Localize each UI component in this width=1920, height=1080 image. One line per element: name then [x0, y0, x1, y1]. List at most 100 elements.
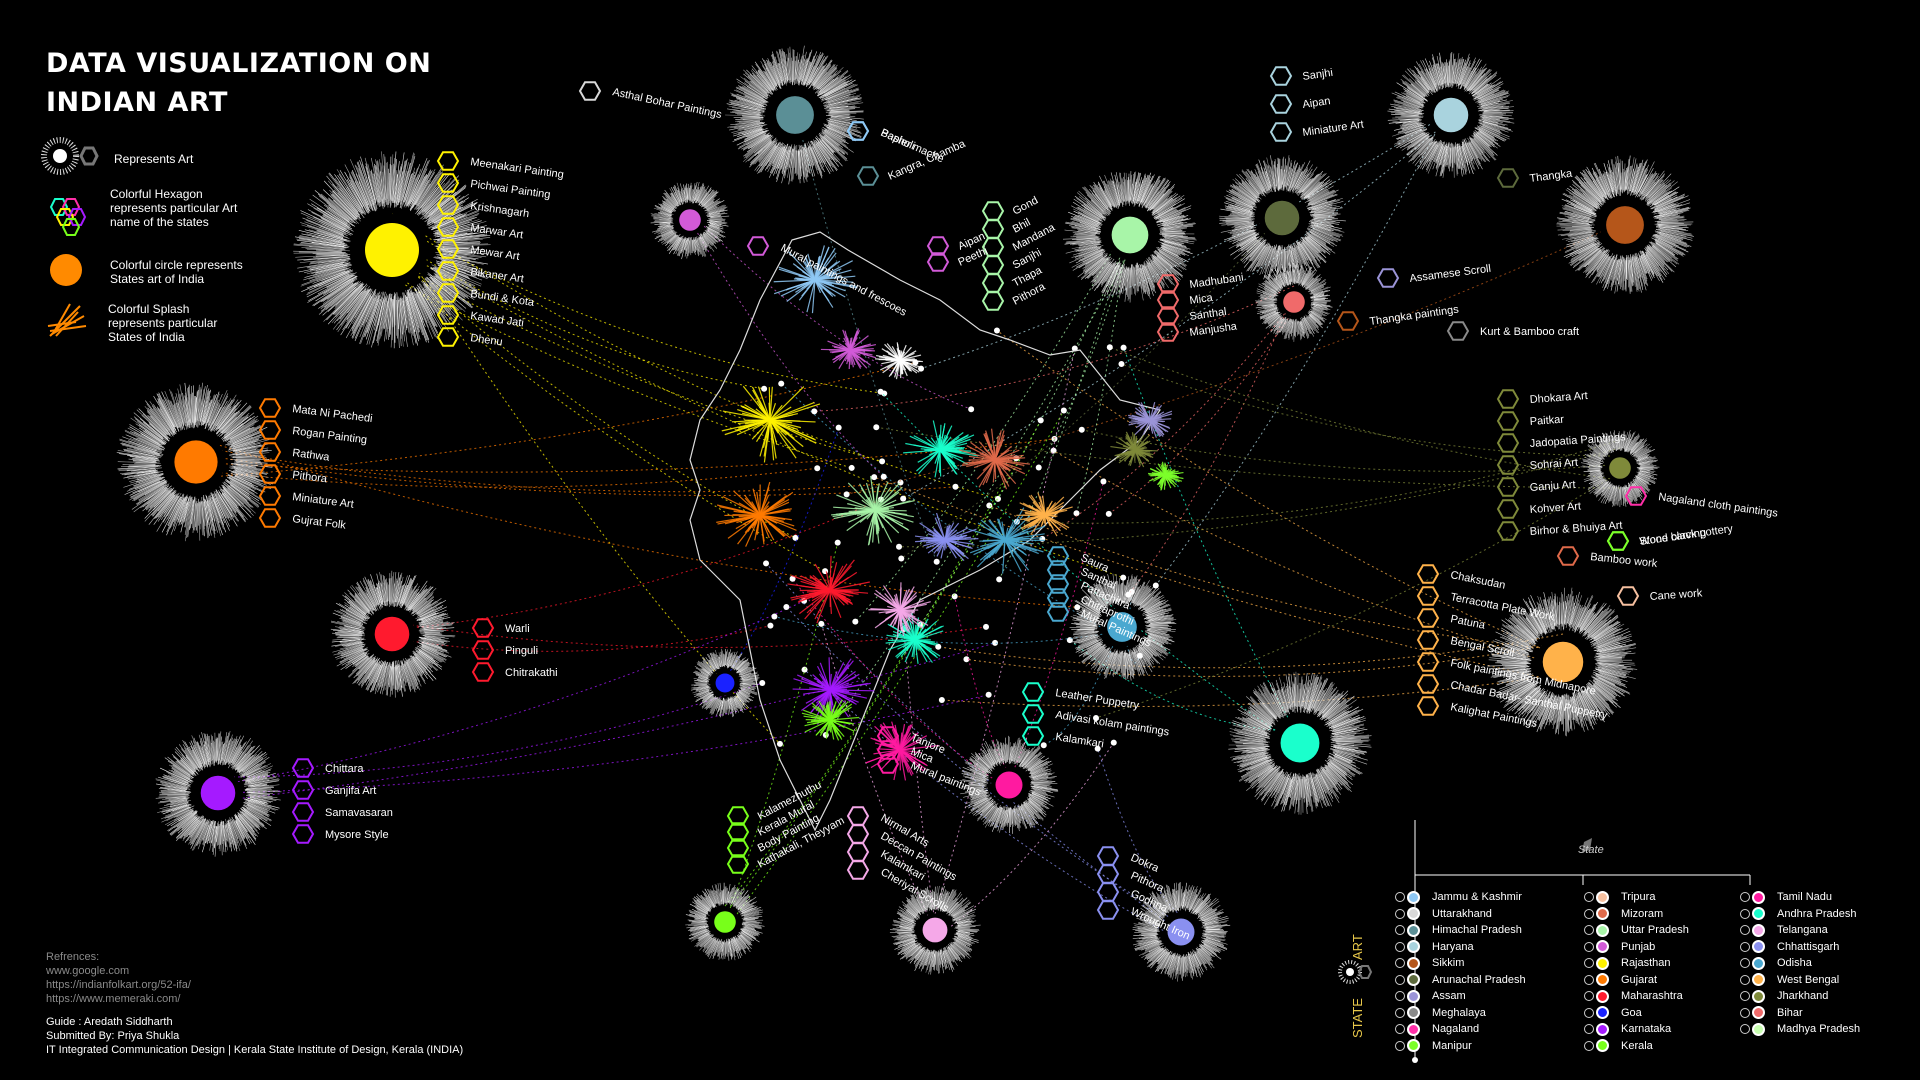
- splash-stroke: [899, 590, 914, 611]
- splash-stroke: [769, 419, 798, 431]
- splash-stroke: [814, 256, 820, 281]
- connector-line: [1095, 471, 1621, 719]
- splash-stroke: [829, 682, 871, 691]
- splash-stroke: [825, 571, 831, 591]
- map-node: [1094, 745, 1101, 752]
- splash-stroke: [899, 591, 918, 611]
- splash-stroke: [797, 589, 831, 603]
- state-hub: [1387, 51, 1515, 178]
- splash-stroke: [899, 732, 912, 751]
- map-node: [1120, 344, 1127, 351]
- map-node: [993, 327, 1000, 334]
- splash-stroke: [831, 349, 851, 354]
- splash-stroke: [979, 539, 1006, 542]
- splash-stroke: [807, 253, 816, 281]
- splash-stroke: [754, 514, 761, 541]
- splash-stroke: [939, 440, 955, 451]
- connector-line: [1076, 210, 1131, 514]
- splash-stroke: [909, 622, 916, 641]
- connector-line: [780, 383, 1123, 640]
- map-node: [778, 380, 785, 387]
- splash-stroke: [874, 486, 892, 511]
- map-node: [1105, 510, 1112, 517]
- splash-stroke: [768, 387, 771, 421]
- splash-stroke: [809, 575, 831, 591]
- splash-stroke: [833, 509, 876, 520]
- connector-line: [217, 642, 996, 802]
- splash-stroke: [730, 514, 761, 523]
- splash-stroke: [737, 419, 771, 425]
- splash-stroke: [899, 609, 913, 615]
- connector-line: [1109, 346, 1621, 481]
- map-node: [968, 406, 975, 413]
- map-node: [952, 483, 959, 490]
- map-node: [877, 388, 884, 395]
- splash-stroke: [873, 749, 901, 755]
- splash-stroke: [829, 571, 858, 591]
- connector-line: [874, 476, 1564, 683]
- splash-stroke: [998, 518, 1006, 541]
- connector-line: [724, 420, 1042, 915]
- splash-stroke: [994, 434, 1005, 461]
- splash-stroke: [751, 501, 761, 516]
- splash-stroke: [937, 437, 941, 451]
- splash-stroke: [790, 589, 831, 599]
- state-hub: [293, 151, 491, 349]
- splash-stroke: [936, 539, 946, 557]
- india-outline: [689, 231, 1161, 832]
- splash-stroke: [987, 539, 1006, 550]
- splash-stroke: [939, 423, 946, 451]
- connector-line: [846, 220, 1626, 495]
- splash-stroke: [759, 491, 794, 516]
- connector-line: [876, 426, 1621, 489]
- splash-stroke: [829, 673, 832, 691]
- connector-line: [217, 694, 989, 794]
- splash-stroke: [944, 524, 951, 541]
- splash-stroke: [849, 349, 862, 369]
- connector-line: [1043, 622, 1123, 746]
- map-node: [848, 464, 855, 471]
- splash-stroke: [759, 514, 785, 537]
- splash-stroke: [994, 459, 1011, 471]
- splash-stroke: [874, 491, 900, 511]
- splash-stroke: [769, 419, 816, 423]
- connector-line: [1069, 639, 1301, 732]
- splash-stroke: [939, 438, 971, 451]
- splash-stroke: [806, 589, 831, 614]
- state-circle: [1433, 97, 1469, 133]
- splash-stroke: [846, 509, 876, 532]
- splash-stroke: [944, 539, 957, 544]
- map-node: [792, 534, 799, 541]
- splash-stroke: [879, 596, 901, 611]
- connector-line: [391, 221, 885, 394]
- map-node: [1078, 426, 1085, 433]
- splash-stroke: [895, 639, 916, 658]
- splash-stroke: [1004, 539, 1022, 573]
- connector-line: [1123, 347, 1301, 740]
- connector-line: [391, 237, 765, 390]
- splash-stroke: [847, 482, 876, 511]
- splash-stroke: [803, 689, 831, 695]
- map-node: [767, 622, 774, 629]
- connector-line: [195, 361, 916, 479]
- splash-stroke: [966, 459, 996, 468]
- splash-stroke: [814, 279, 854, 283]
- hub-ring-stroke: [218, 826, 220, 849]
- map-node: [1040, 742, 1047, 749]
- splash-stroke: [899, 740, 921, 751]
- splash-stroke: [874, 483, 880, 511]
- state-splash: [958, 428, 1030, 490]
- splash-stroke: [874, 509, 910, 531]
- splash-stroke: [814, 563, 831, 591]
- state-splash: [831, 475, 915, 546]
- splash-stroke: [759, 514, 795, 527]
- splash-stroke: [855, 507, 876, 511]
- splash-stroke: [814, 246, 830, 281]
- splash-stroke: [914, 639, 918, 650]
- splash-stroke: [874, 499, 897, 511]
- splash-stroke: [796, 266, 816, 281]
- splash-stroke: [899, 749, 928, 767]
- connector-line: [954, 596, 1010, 774]
- splash-stroke: [944, 528, 977, 541]
- splash-stroke: [899, 587, 902, 611]
